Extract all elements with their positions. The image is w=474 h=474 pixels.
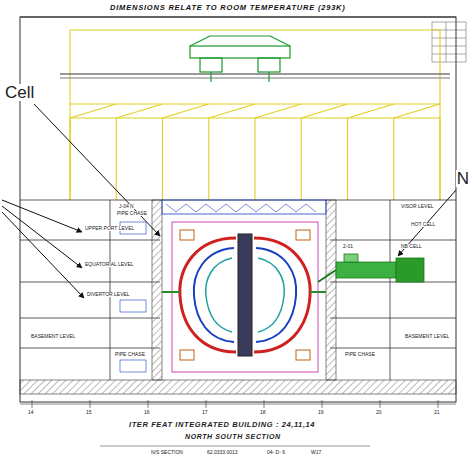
axis-tick	[438, 400, 439, 408]
axis-tick	[380, 400, 381, 408]
room-label: PIPE CHASE	[344, 352, 376, 357]
axis-tick	[32, 400, 33, 408]
truss-line	[348, 103, 394, 104]
truss-line	[301, 103, 347, 104]
drawing-title: DIMENSIONS RELATE TO ROOM TEMPERATURE (2…	[108, 4, 348, 12]
column-line	[347, 118, 348, 200]
truss-line	[116, 104, 162, 118]
axis-number: 18	[259, 410, 267, 415]
truss-line	[209, 104, 255, 118]
column-line	[208, 118, 209, 200]
axis-tick	[322, 400, 323, 408]
callout-label: Cell	[4, 84, 35, 101]
room-label: EQUATORIAL LEVEL	[84, 262, 135, 267]
room-label: HOT CELL	[410, 222, 436, 227]
axis-number: 16	[143, 410, 151, 415]
room-label: NB CELL	[400, 244, 423, 249]
truss-line	[394, 103, 440, 104]
title-block-text: ITER FEAT INTEGRATED BUILDING : 24,11,14	[128, 421, 316, 429]
callout-label: N	[456, 170, 470, 187]
room-label: PIPE CHASE	[114, 352, 146, 357]
truss-line	[255, 104, 301, 118]
truss-line	[394, 104, 440, 118]
column-line	[439, 118, 440, 200]
truss-line	[70, 103, 116, 104]
room-label: BASEMENT LEVEL	[30, 334, 76, 339]
column-line	[393, 118, 394, 200]
column-line	[301, 118, 302, 200]
room-label: DIVERTOR LEVEL	[86, 292, 131, 297]
truss-line	[163, 103, 209, 104]
axis-tick	[206, 400, 207, 408]
truss-line	[116, 103, 162, 104]
axis-tick	[148, 400, 149, 408]
room-label: VISOR LEVEL	[400, 204, 435, 209]
column-line	[162, 118, 163, 200]
column-line	[116, 118, 117, 200]
axis-number: 21	[433, 410, 441, 415]
axis-number: 15	[85, 410, 93, 415]
truss-line	[301, 104, 347, 118]
truss-line	[163, 104, 209, 118]
axis-tick	[90, 400, 91, 408]
title-block-text: 62.0333.0013	[206, 450, 239, 455]
truss-line	[255, 103, 301, 104]
axis-number: 19	[317, 410, 325, 415]
truss-line	[70, 104, 116, 118]
axis-number: 17	[201, 410, 209, 415]
title-block-text: 04- D- 6	[266, 450, 286, 455]
truss-line	[348, 104, 394, 118]
axis-number: 20	[375, 410, 383, 415]
truss-line	[209, 103, 255, 104]
title-block-text: N/S SECTION	[150, 450, 184, 455]
room-label: PIPE CHASE	[116, 211, 148, 216]
title-block-text: NORTH SOUTH SECTION	[184, 433, 282, 440]
column-line	[69, 118, 70, 200]
column-line	[254, 118, 255, 200]
room-label: BASEMENT LEVEL	[404, 334, 450, 339]
room-label: J-04 N	[118, 204, 135, 209]
room-label: 2-01	[342, 244, 354, 249]
room-label: UPPER PORT LEVEL	[84, 226, 135, 231]
title-block-text: W17	[310, 450, 322, 455]
axis-tick	[264, 400, 265, 408]
axis-number: 14	[27, 410, 35, 415]
